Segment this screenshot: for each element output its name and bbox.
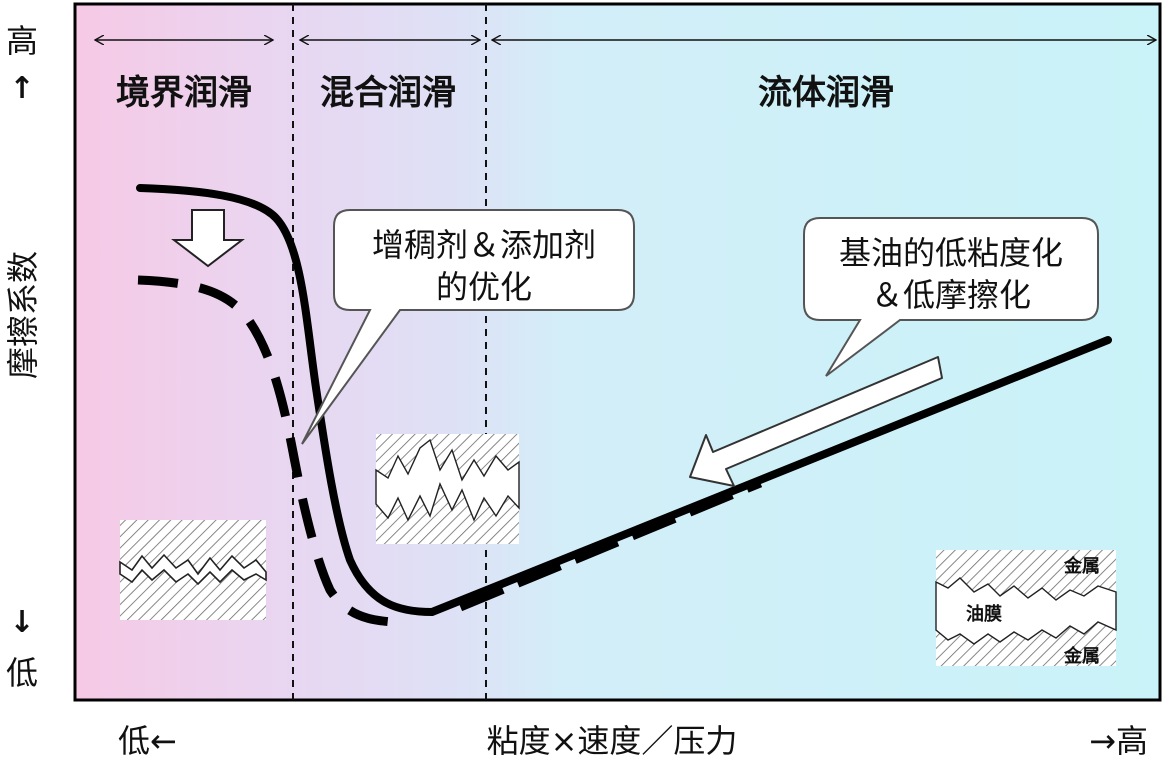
- callout-thickener-line2: 的优化: [436, 268, 532, 306]
- friction-curve-conventional: [136, 184, 1112, 616]
- callout-thickener-line1: 增稠剂＆添加剂: [372, 226, 596, 264]
- x-axis-high: →高: [1089, 722, 1148, 760]
- region-label-boundary: 境界润滑: [116, 73, 252, 113]
- callout-thickener-additive: 增稠剂＆添加剂 的优化: [301, 209, 635, 445]
- callout-base-oil-line1: 基油的低粘度化: [839, 234, 1063, 272]
- left-arrow-icon: [689, 356, 943, 487]
- callout-base-oil: 基油的低粘度化 ＆低摩擦化: [803, 217, 1099, 377]
- plot-frame: [73, 2, 1162, 702]
- y-axis-down-arrow: ↓: [9, 605, 34, 640]
- region-label-fluid: 流体润滑: [758, 73, 894, 113]
- y-axis-low: 低: [6, 654, 38, 692]
- region-label-mixed: 混合润滑: [320, 73, 456, 113]
- callout-base-oil-line2: ＆低摩擦化: [871, 276, 1031, 314]
- film-label-oil: 油膜: [966, 603, 1002, 625]
- fluid-film-illustration: 金属 油膜 金属: [935, 550, 1117, 667]
- y-axis-high: 高: [6, 22, 38, 60]
- film-label-metal-top: 金属: [1063, 555, 1100, 577]
- x-axis-low: 低←: [118, 722, 177, 760]
- mixed-contact-illustration: [375, 434, 520, 544]
- film-label-metal-bottom: 金属: [1063, 645, 1100, 667]
- boundary-contact-illustration: [119, 520, 267, 620]
- x-axis-label: 粘度×速度／压力: [487, 722, 738, 760]
- y-axis-up-arrow: ↑: [9, 71, 34, 106]
- friction-curve-improved-right: [457, 476, 763, 612]
- y-axis-label: 摩擦系数: [4, 251, 42, 379]
- friction-curve-improved: [137, 275, 393, 627]
- down-arrow-icon: [171, 209, 245, 268]
